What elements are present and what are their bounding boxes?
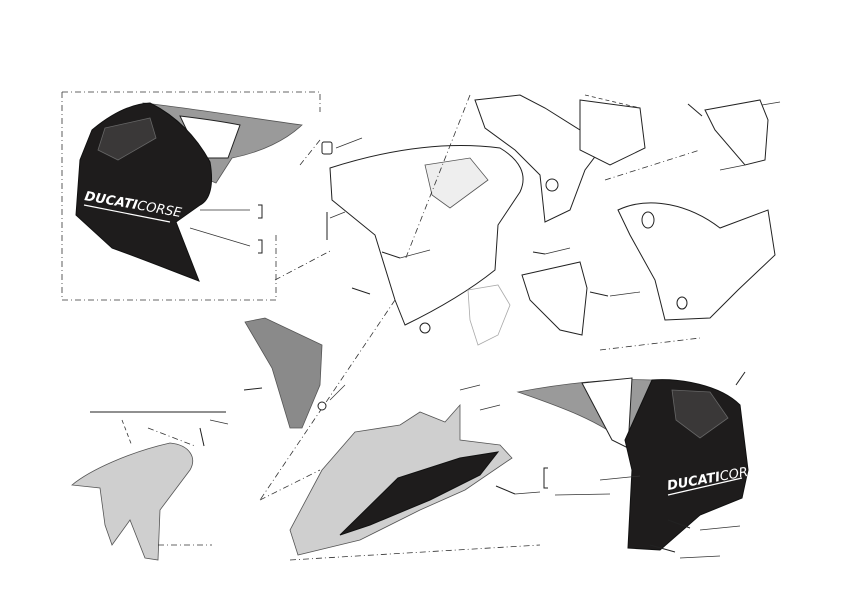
side-panel-group: [604, 99, 776, 321]
screw-mark-1: [258, 204, 263, 219]
subframe-plate: [579, 99, 646, 166]
fairing-window-right: [671, 389, 729, 439]
center-bracket-group: [467, 251, 609, 346]
group-frame-side: [61, 92, 277, 301]
small-bracket-right: [704, 99, 769, 166]
screw-9: [199, 427, 205, 447]
screw-11: [667, 519, 691, 529]
screw-mark-3: [543, 467, 548, 489]
front-mudguard: [71, 442, 194, 561]
screw-7: [243, 387, 263, 391]
left-fairing-group: DUCATICORSE: [61, 91, 321, 301]
group-frame-link: [299, 139, 321, 166]
nut-1: [317, 401, 327, 411]
fairing-window: [97, 117, 157, 161]
screw-6: [532, 251, 546, 255]
screw-10: [735, 371, 746, 386]
seat-support-opening: [424, 157, 489, 209]
rear-subframe-bracket: [474, 94, 601, 223]
belly-pan-group: [259, 403, 541, 561]
seat-support-panel: [329, 144, 524, 326]
leader-lines: [209, 101, 781, 559]
screw-4: [687, 103, 703, 117]
grommet-1: [419, 322, 431, 334]
screw-nut-1: [321, 141, 333, 155]
right-fairing-group: DUCATICORSE: [516, 337, 766, 553]
mounting-screws: [321, 141, 431, 334]
side-panel: [617, 202, 776, 321]
front-mudguard-group: [71, 411, 226, 561]
screw-2: [381, 251, 401, 259]
belly-pan-inner: [339, 451, 500, 536]
center-bracket: [521, 261, 588, 336]
rear-subframe-group: [474, 94, 646, 223]
seat-support-group: [259, 94, 524, 501]
heel-guard-bracket: [244, 317, 323, 429]
heel-guard-group: [243, 317, 327, 429]
screw-5: [589, 291, 609, 297]
screw-mark-2: [258, 239, 263, 254]
screw-12: [649, 544, 676, 553]
screw-3: [351, 287, 371, 295]
frame-reference-sketch: [467, 284, 511, 346]
screw-8: [495, 485, 516, 495]
